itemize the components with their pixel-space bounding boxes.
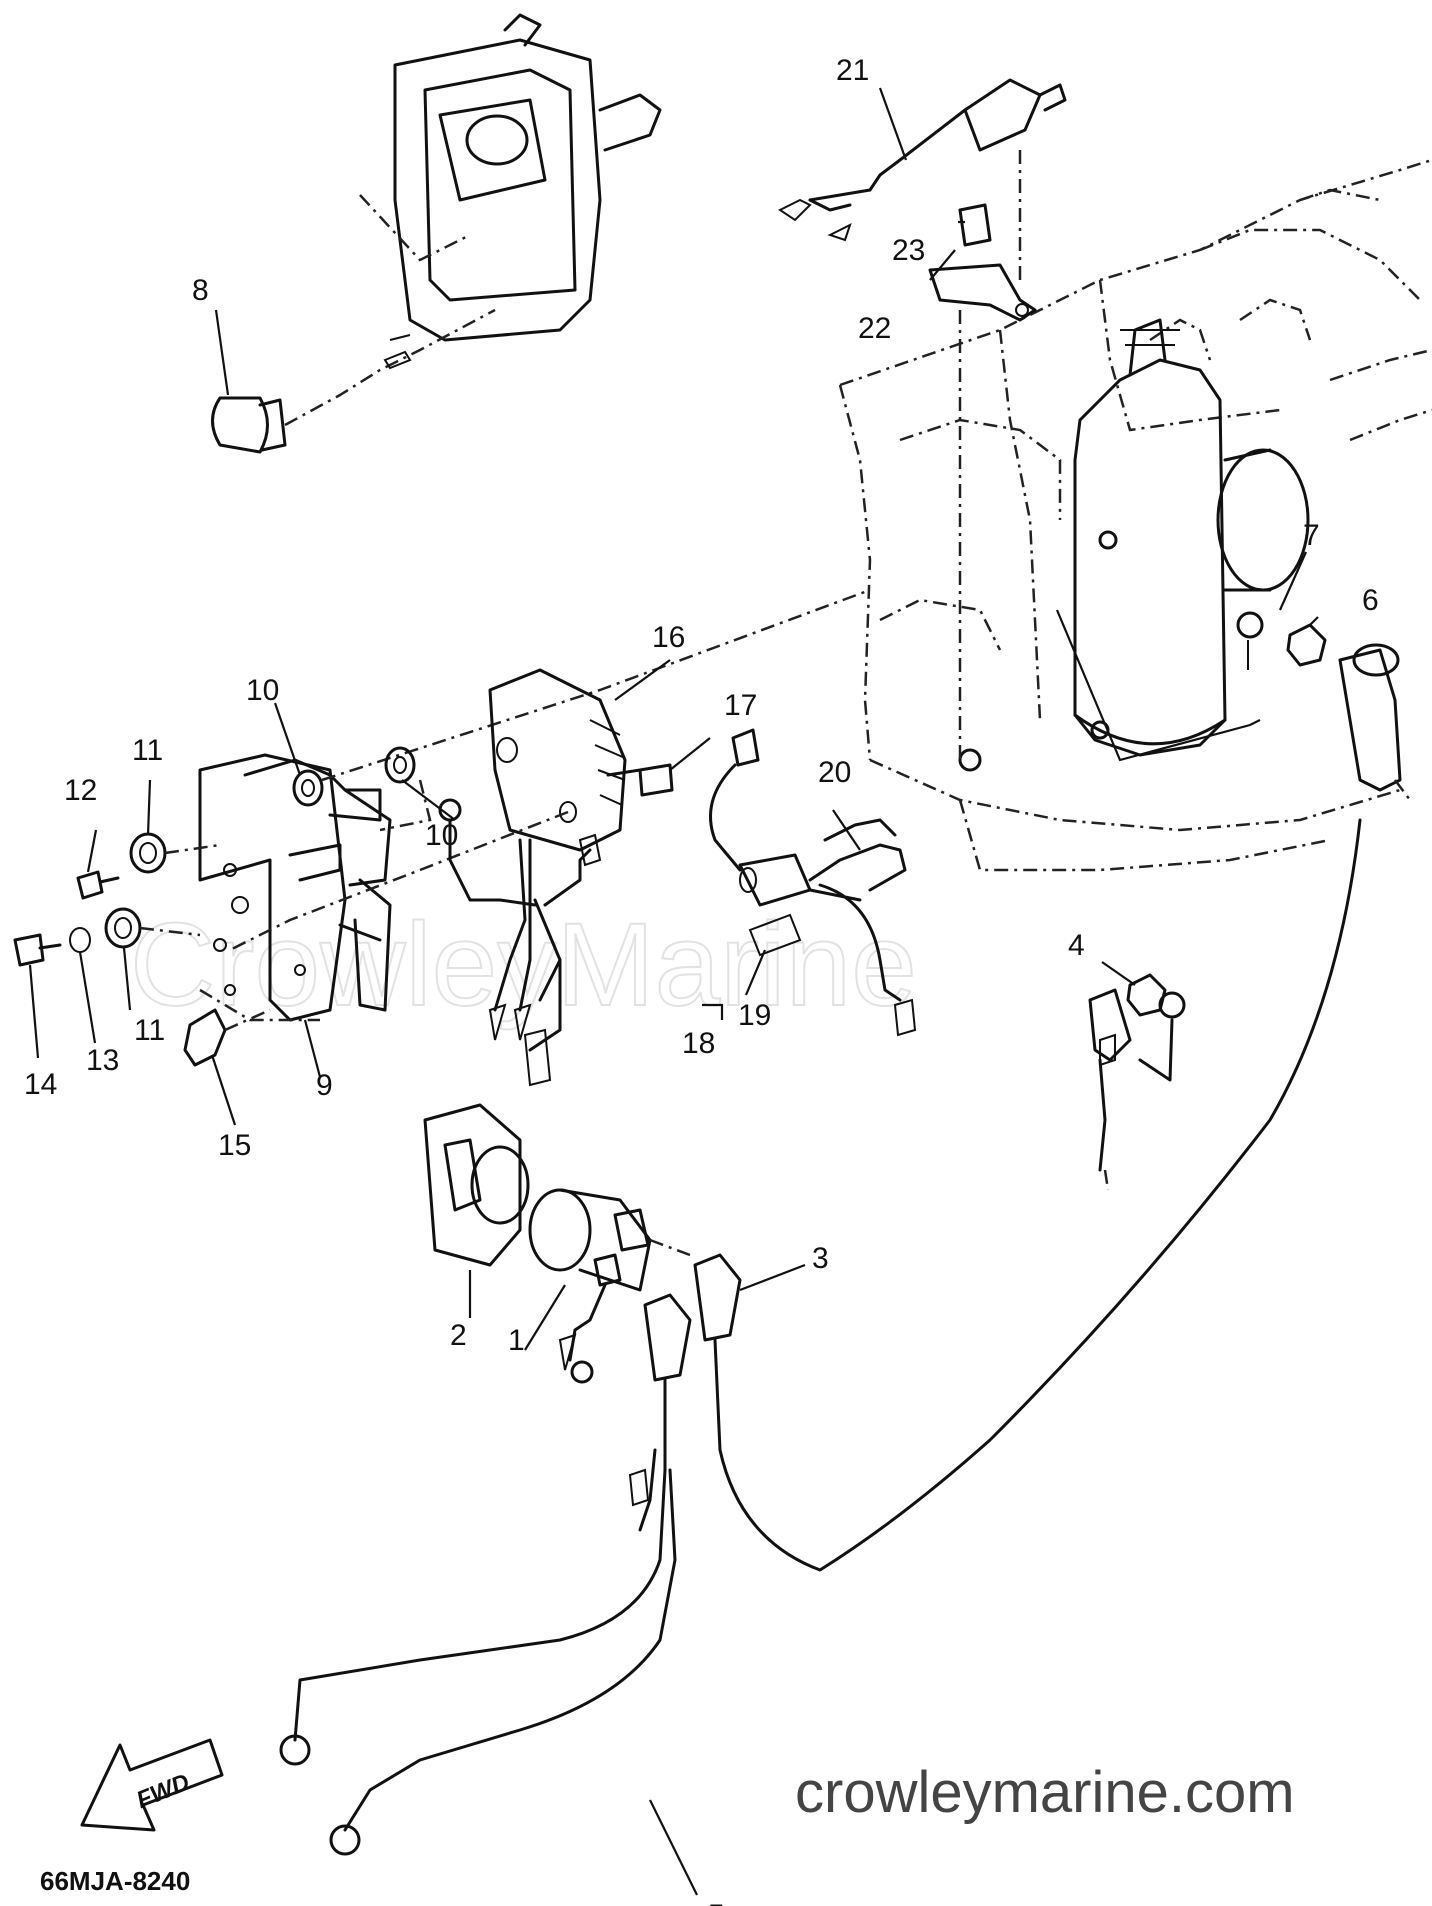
callout-12: 12 <box>64 774 97 807</box>
website-text: crowleymarine.com <box>795 1760 1295 1825</box>
callout-leaders <box>28 87 1319 1896</box>
callout-13: 13 <box>86 1044 119 1077</box>
starter-motor <box>958 318 1310 772</box>
part-1-relay <box>528 1188 691 1384</box>
callout-22: 22 <box>858 312 891 345</box>
callout-11a: 11 <box>132 734 163 767</box>
callout-3: 3 <box>812 1242 829 1275</box>
callout-14: 14 <box>24 1068 57 1101</box>
callout-19: 19 <box>738 999 771 1032</box>
callout-20: 20 <box>818 756 851 789</box>
callout-5: 5 <box>708 1899 725 1906</box>
callout-2: 2 <box>450 1319 467 1352</box>
part-2-holder <box>423 1103 530 1267</box>
callout-23: 23 <box>892 234 925 267</box>
callout-9: 9 <box>316 1069 333 1102</box>
part-22-23-clamp-bolt <box>928 203 1037 760</box>
part-8-switch-assembly <box>211 13 662 454</box>
part-18-20-fuse <box>709 728 917 1037</box>
callout-4: 4 <box>1068 929 1085 962</box>
part-16-unit <box>229 668 627 1087</box>
part-5-harness <box>279 1293 692 1856</box>
callout-10a: 10 <box>246 674 279 707</box>
callout-1: 1 <box>508 1324 525 1357</box>
callout-6: 6 <box>1362 584 1379 617</box>
callout-10b: 10 <box>425 819 458 852</box>
fasteners <box>13 588 871 1067</box>
callout-11b: 11 <box>134 1014 165 1047</box>
callout-17: 17 <box>724 689 757 722</box>
part-4-6-7-connectors <box>1088 611 1327 1191</box>
part-3-cable <box>693 643 1411 1572</box>
callout-18: 18 <box>682 1027 715 1060</box>
engine-block <box>838 158 1432 872</box>
callout-7: 7 <box>1303 519 1320 552</box>
fwd-arrow-icon: FWD <box>80 1738 224 1832</box>
callout-8: 8 <box>192 274 209 307</box>
callout-16: 16 <box>652 621 685 654</box>
drawing-code: 66MJA-8240 <box>40 1866 190 1896</box>
callout-15: 15 <box>218 1129 251 1162</box>
callout-21: 21 <box>836 54 869 87</box>
fwd-label: FWD <box>133 1769 194 1815</box>
part-21-sensor <box>778 78 1067 280</box>
callouts: 1 2 3 4 5 6 7 8 9 10 10 11 11 12 13 14 1… <box>24 54 1379 1906</box>
